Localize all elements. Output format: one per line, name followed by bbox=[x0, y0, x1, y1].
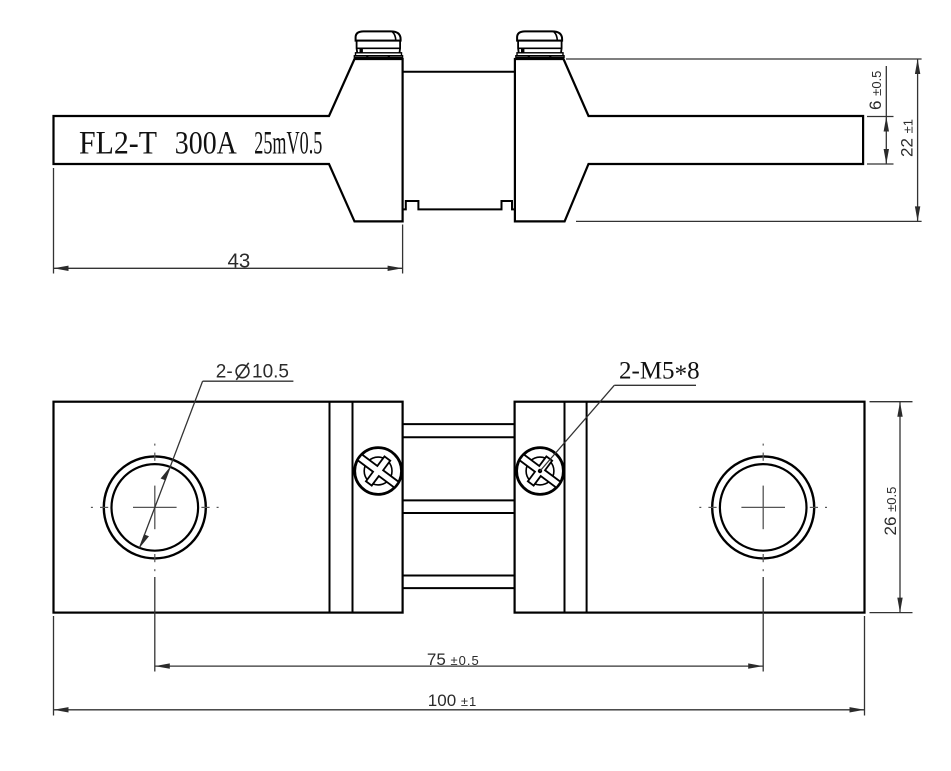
svg-text:10.5: 10.5 bbox=[252, 361, 289, 382]
svg-text:6 ±0.5: 6 ±0.5 bbox=[866, 71, 885, 110]
svg-text:25mV0.5: 25mV0.5 bbox=[254, 126, 322, 162]
svg-text:26 ±0.5: 26 ±0.5 bbox=[881, 487, 900, 536]
svg-text:43: 43 bbox=[228, 250, 251, 273]
svg-text:2-: 2- bbox=[216, 361, 233, 382]
svg-text:2-M5*8: 2-M5*8 bbox=[619, 358, 700, 389]
svg-text:300A: 300A bbox=[175, 126, 237, 162]
svg-text:22 ±1: 22 ±1 bbox=[898, 119, 917, 157]
svg-text:75 ±0.5: 75 ±0.5 bbox=[427, 650, 480, 669]
svg-text:FL2-T: FL2-T bbox=[79, 126, 157, 162]
svg-text:100 ±1: 100 ±1 bbox=[428, 691, 477, 710]
